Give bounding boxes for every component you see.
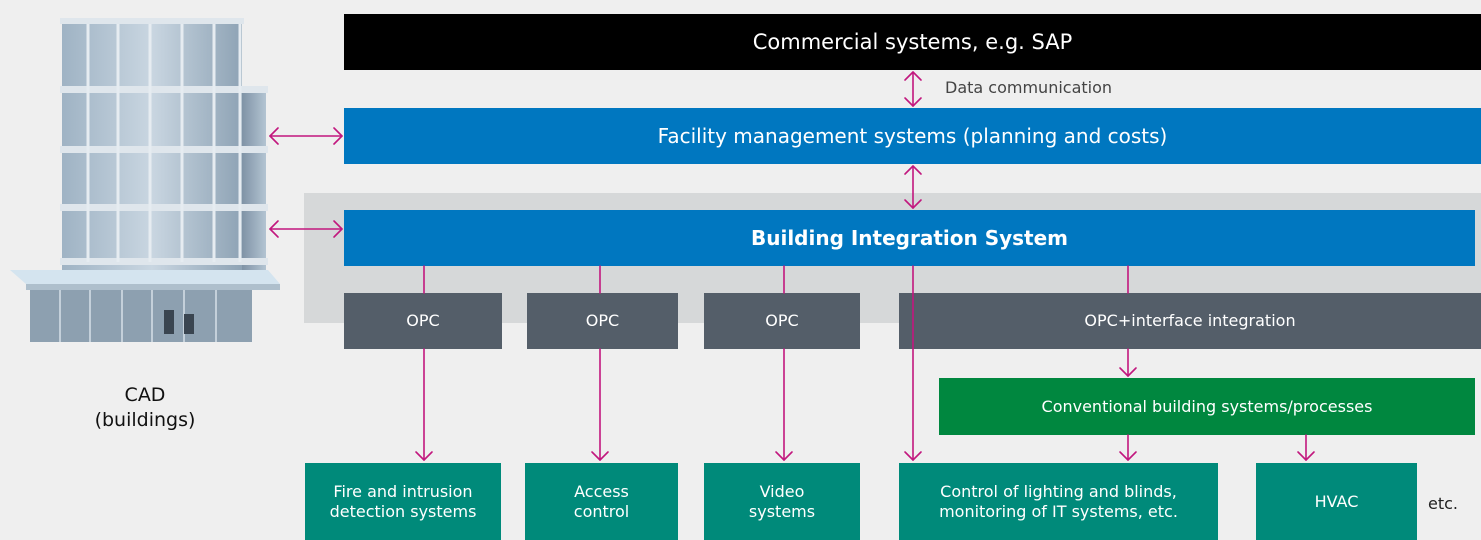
opc-interface-integration-box: OPC+interface integration [899,293,1481,349]
conventional-systems-box: Conventional building systems/processes [939,378,1475,435]
access-control-box: Access control [525,463,678,540]
lighting-blinds-box: Control of lighting and blinds, monitori… [899,463,1218,540]
hvac-box: HVAC [1256,463,1417,540]
fire-intrusion-box: Fire and intrusion detection systems [305,463,501,540]
building-label: CAD (buildings) [94,384,196,431]
opc-box-1: OPC [344,293,502,349]
opc-box-2: OPC [527,293,678,349]
video-systems-box: Video systems [704,463,860,540]
facility-management-box: Facility management systems (planning an… [344,108,1481,164]
data-communication-label: Data communication [945,78,1113,97]
building-integration-box: Building Integration System [344,210,1475,266]
opc-box-3: OPC [704,293,860,349]
commercial-systems-box: Commercial systems, e.g. SAP [344,14,1481,70]
building-illustration [10,18,280,342]
etc-label: etc. [1428,494,1458,513]
